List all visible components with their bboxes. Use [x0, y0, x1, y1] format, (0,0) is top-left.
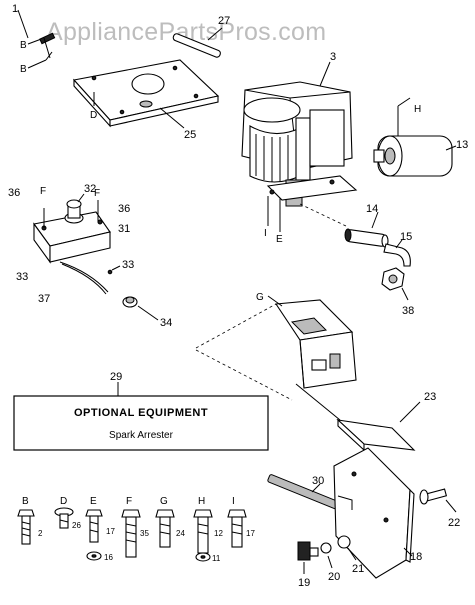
part-18-plate [333, 447, 415, 579]
callout-14: 14 [366, 203, 378, 215]
bolt-f [121, 509, 141, 558]
callout-21: 21 [352, 563, 364, 575]
part-23-bracket [295, 383, 421, 452]
hardware-letter-e: E [90, 496, 97, 507]
callout-25: 25 [184, 129, 196, 141]
part-13-muffler [373, 97, 457, 177]
part-22-bolt [419, 488, 457, 513]
part-38-nut [381, 267, 409, 301]
callout-15: 15 [400, 231, 412, 243]
ref-i: I [264, 228, 267, 239]
callout-30: 30 [312, 475, 324, 487]
hardware-bolts [17, 507, 247, 562]
callout-33b: 33 [122, 259, 134, 271]
hardware-qty-d: 26 [72, 521, 81, 530]
hardware-letter-h: H [198, 496, 205, 507]
ref-b-1: B [20, 40, 27, 51]
optional-equipment-title: OPTIONAL EQUIPMENT [74, 407, 208, 419]
part-3-engine [241, 61, 358, 207]
bolt-e [85, 509, 103, 561]
ref-f-1: F [40, 186, 46, 197]
callout-3: 3 [330, 51, 336, 63]
part-31-air-cleaner [33, 193, 111, 264]
part-21-clip [337, 535, 357, 561]
ref-d: D [90, 110, 97, 121]
callout-36a: 36 [8, 187, 20, 199]
part-1-bolts [17, 9, 56, 69]
callout-27: 27 [218, 15, 230, 27]
part-25-plate [72, 59, 220, 129]
optional-equipment-subtitle: Spark Arrester [109, 430, 174, 441]
ref-g: G [256, 292, 264, 303]
optional-equipment-box: OPTIONAL EQUIPMENT Spark Arrester [13, 382, 269, 451]
callout-18: 18 [410, 551, 422, 563]
callout-13: 13 [456, 139, 468, 151]
callout-37: 37 [38, 293, 50, 305]
bolt-d [54, 507, 74, 529]
callout-19: 19 [298, 577, 310, 589]
ref-h: H [414, 104, 421, 115]
hardware-qty-16: 16 [104, 553, 113, 562]
part-37-hose [59, 261, 121, 295]
hardware-qty-b: 2 [38, 529, 43, 538]
callout-23: 23 [424, 391, 436, 403]
bolt-b [17, 509, 35, 545]
hardware-letter-f: F [126, 496, 132, 507]
callout-31: 31 [118, 223, 130, 235]
callout-38: 38 [402, 305, 414, 317]
callout-29: 29 [110, 371, 122, 383]
bolt-i [227, 509, 247, 548]
bolt-g [155, 509, 175, 548]
callout-1: 1 [12, 3, 18, 15]
callout-36b: 36 [118, 203, 130, 215]
part-34-plug [122, 296, 159, 321]
hardware-qty-g: 24 [176, 529, 185, 538]
part-19-connector [297, 541, 319, 574]
part-15-elbow [383, 239, 411, 267]
part-20-screw [320, 542, 333, 569]
hardware-qty-e: 17 [106, 527, 115, 536]
hardware-letter-d: D [60, 496, 67, 507]
callout-32: 32 [84, 183, 96, 195]
callout-34: 34 [160, 317, 172, 329]
leader-dash-14 [299, 203, 347, 227]
hardware-qty-h: 12 [214, 529, 223, 538]
hardware-qty-i: 17 [246, 529, 255, 538]
hardware-letter-i: I [232, 496, 235, 507]
ref-e: E [276, 234, 283, 245]
callout-22: 22 [448, 517, 460, 529]
part-14-pipe [344, 211, 389, 248]
hardware-qty-11: 11 [212, 554, 221, 563]
frame-g [195, 295, 357, 401]
hardware-letter-b: B [22, 496, 29, 507]
bolt-h [193, 509, 213, 562]
hardware-letter-g: G [160, 496, 168, 507]
hardware-qty-f: 35 [140, 529, 149, 538]
ref-b-2: B [20, 64, 27, 75]
callout-33a: 33 [16, 271, 28, 283]
callout-20: 20 [328, 571, 340, 583]
part-30-cable [267, 474, 341, 510]
part-27-strip [172, 27, 223, 58]
ref-f-2: F [94, 188, 100, 199]
